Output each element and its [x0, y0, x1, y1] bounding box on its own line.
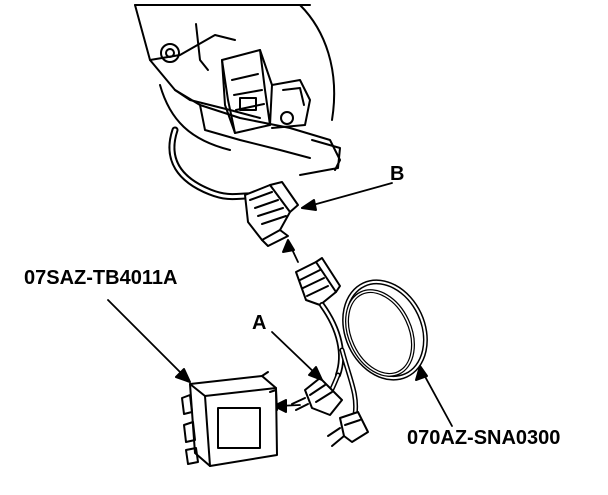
body-harness [168, 126, 256, 201]
plug-a [291, 377, 343, 416]
arrow-tester [107, 299, 187, 379]
callout-b: B [390, 163, 405, 185]
callout-a: A [252, 312, 267, 334]
power-plug [327, 411, 369, 447]
arrow-b [301, 182, 393, 209]
connector-b [244, 181, 299, 247]
arrow-harness [421, 370, 453, 427]
body-connector [221, 49, 311, 134]
tester-unit [181, 371, 278, 467]
harness-connector [295, 257, 341, 306]
arrow-a [271, 331, 319, 377]
callout-tester-part-number: 07SAZ-TB4011A [24, 267, 178, 289]
body-panel [134, 4, 341, 176]
callout-harness-part-number: 070AZ-SNA0300 [407, 427, 561, 449]
